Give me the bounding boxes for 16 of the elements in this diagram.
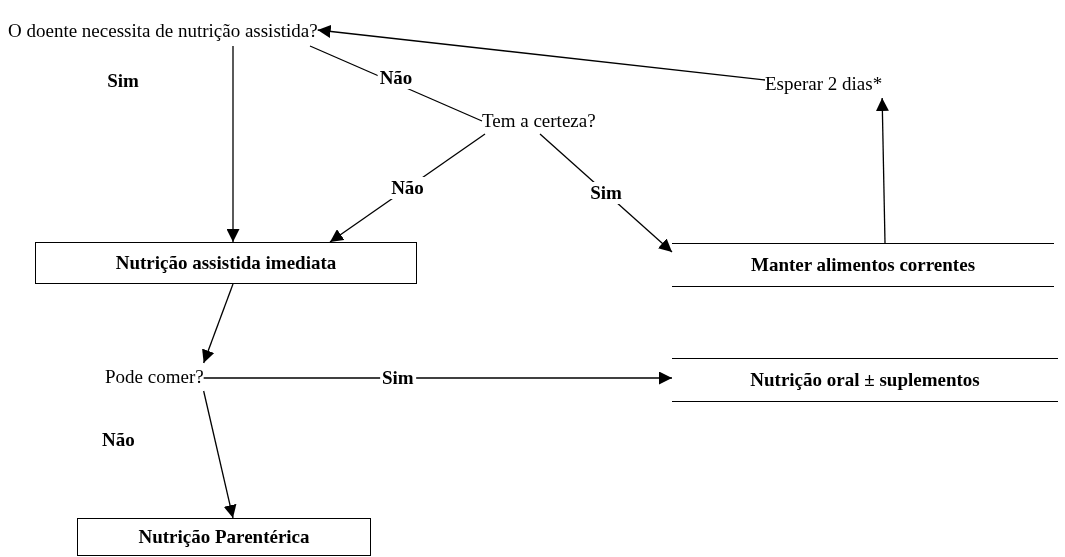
edge-label: Não [389,177,426,199]
arrow [202,283,234,364]
question-text: Pode comer? [105,366,204,388]
arrow [875,97,889,244]
outcome-box: Nutrição oral ± suplementos [672,358,1058,402]
process-box: Nutrição Parentérica [77,518,371,556]
arrow [317,25,766,81]
arrow [226,45,240,243]
edge-label: Sim [588,182,624,204]
question-text: O doente necessita de nutrição assistida? [8,20,318,42]
outcome-box: Manter alimentos correntes [672,243,1054,287]
arrow [203,390,237,519]
question-text: Tem a certeza? [482,110,596,132]
question-text: Esperar 2 dias* [765,73,883,95]
process-box: Nutrição assistida imediata [35,242,417,284]
arrow [203,371,673,385]
